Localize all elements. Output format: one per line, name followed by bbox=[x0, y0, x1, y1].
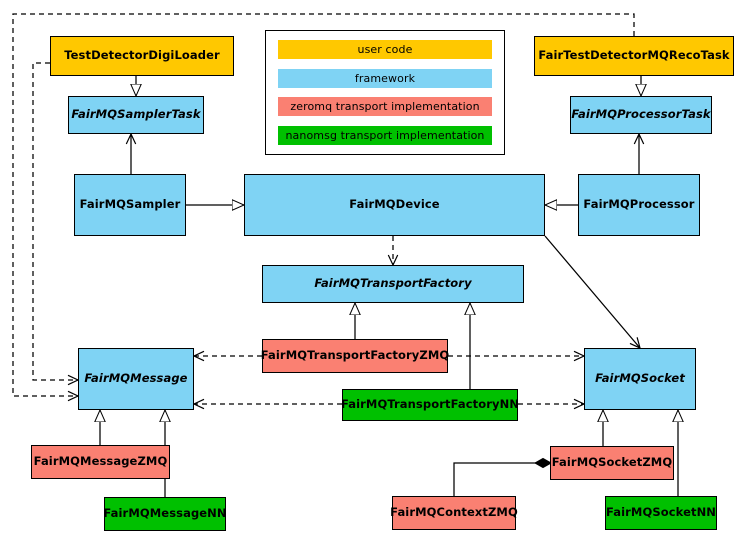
class-node-fairmqtransportfactoryzmq[interactable]: FairMQTransportFactoryZMQ bbox=[260, 339, 450, 373]
class-label: FairMQSocket bbox=[595, 371, 685, 386]
class-node-fairmqsocket[interactable]: FairMQSocket bbox=[584, 348, 696, 410]
class-node-fairmqmessagezmq[interactable]: FairMQMessageZMQ bbox=[31, 445, 170, 479]
legend-label-zeromq: zeromq transport implementation bbox=[290, 100, 480, 114]
class-node-fairmqsocketnn[interactable]: FairMQSocketNN bbox=[605, 496, 717, 530]
class-node-fairmqsocketzmq[interactable]: FairMQSocketZMQ bbox=[550, 446, 674, 480]
legend-label-user-code: user code bbox=[357, 43, 413, 56]
legend-item-user-code: user code bbox=[278, 40, 492, 59]
class-node-fairmqprocessor[interactable]: FairMQProcessor bbox=[578, 174, 700, 236]
edge-socketzmq-contextzmq bbox=[453, 463, 550, 496]
class-label: FairMQContextZMQ bbox=[390, 505, 518, 520]
class-label: TestDetectorDigiLoader bbox=[64, 48, 220, 63]
class-node-fairmqdevice[interactable]: FairMQDevice bbox=[244, 174, 545, 236]
legend-label-nanomsg: nanomsg transport implementation bbox=[285, 128, 485, 142]
class-label: FairTestDetectorMQRecoTask bbox=[538, 48, 730, 63]
edge-device-socket bbox=[544, 235, 641, 350]
legend-label-framework: framework bbox=[354, 71, 416, 85]
legend-item-framework: framework bbox=[278, 68, 492, 88]
class-label: FairMQMessage bbox=[84, 371, 188, 386]
class-node-testdetectordigiloader[interactable]: TestDetectorDigiLoader bbox=[50, 36, 234, 76]
class-label: FairMQSamplerTask bbox=[71, 107, 201, 122]
class-label: FairMQMessageNN bbox=[103, 506, 227, 521]
class-label: FairMQSocketZMQ bbox=[551, 455, 673, 470]
class-node-fairtestdetectormqrecotask[interactable]: FairTestDetectorMQRecoTask bbox=[534, 36, 734, 76]
class-node-fairmqtransportfactory[interactable]: FairMQTransportFactory bbox=[262, 265, 524, 303]
class-node-fairmqsamplertask[interactable]: FairMQSamplerTask bbox=[68, 96, 204, 134]
class-label: FairMQTransportFactory bbox=[314, 276, 472, 291]
class-label: FairMQTransportFactoryNN bbox=[340, 397, 520, 412]
class-node-fairmqtransportfactorynn[interactable]: FairMQTransportFactoryNN bbox=[340, 389, 520, 421]
legend-item-nanomsg: nanomsg transport implementation bbox=[278, 125, 492, 145]
class-label: FairMQProcessor bbox=[583, 197, 695, 212]
class-label: FairMQProcessorTask bbox=[571, 107, 711, 122]
class-label: FairMQMessageZMQ bbox=[33, 454, 168, 469]
class-label: FairMQTransportFactoryZMQ bbox=[260, 348, 450, 363]
class-node-fairmqmessagenn[interactable]: FairMQMessageNN bbox=[103, 497, 227, 531]
class-label: FairMQSocketNN bbox=[605, 505, 717, 520]
class-node-fairmqmessage[interactable]: FairMQMessage bbox=[78, 348, 194, 410]
legend: user code framework zeromq transport imp… bbox=[265, 30, 505, 155]
legend-item-zeromq: zeromq transport implementation bbox=[278, 97, 492, 117]
class-node-fairmqprocessortask[interactable]: FairMQProcessorTask bbox=[570, 96, 712, 134]
class-label: FairMQDevice bbox=[349, 197, 440, 212]
class-node-fairmqsampler[interactable]: FairMQSampler bbox=[74, 174, 186, 236]
class-node-fairmqcontextzmq[interactable]: FairMQContextZMQ bbox=[390, 496, 518, 530]
class-label: FairMQSampler bbox=[79, 197, 181, 212]
